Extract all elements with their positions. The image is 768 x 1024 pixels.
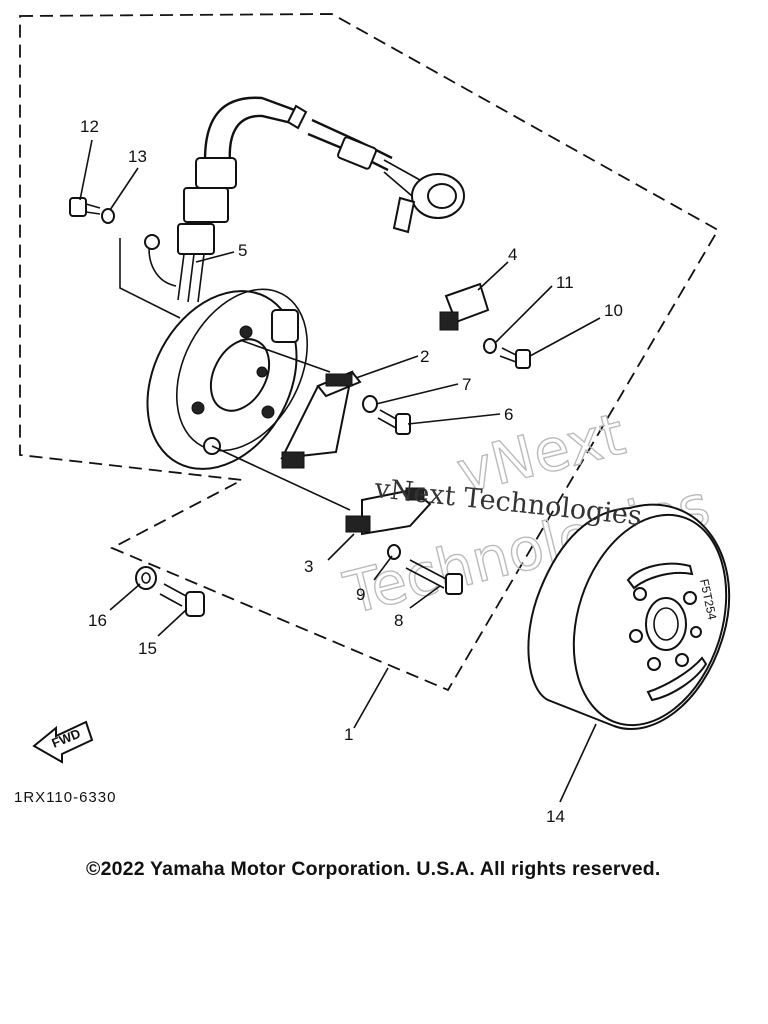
- fwd-arrow-icon: FWD: [32, 720, 94, 764]
- callout-12: 12: [80, 117, 99, 136]
- callout-11: 11: [556, 273, 574, 292]
- charge-coil-part: [280, 370, 362, 469]
- callout-labels: 12 13 5 4 11 10 2 7 6 3 9 8 16 15 1 14: [80, 117, 623, 826]
- callout-10: 10: [604, 301, 623, 320]
- callout-5: 5: [238, 241, 247, 260]
- callout-4: 4: [508, 245, 517, 264]
- callout-9: 9: [356, 585, 365, 604]
- callout-13: 13: [128, 147, 147, 166]
- part-code: 1RX110-6330: [14, 789, 116, 806]
- callout-7: 7: [462, 375, 471, 394]
- fasteners: [69, 197, 531, 617]
- callout-6: 6: [504, 405, 513, 424]
- callout-16: 16: [88, 611, 107, 630]
- callout-15: 15: [138, 639, 157, 658]
- copyright-notice: ©2022 Yamaha Motor Corporation. U.S.A. A…: [86, 858, 661, 880]
- flywheel-rotor-part: F5T254: [527, 503, 731, 730]
- leader-lines: [79, 139, 601, 803]
- callout-3: 3: [304, 557, 313, 576]
- callout-8: 8: [394, 611, 403, 630]
- callout-1: 1: [344, 725, 353, 744]
- callout-2: 2: [420, 347, 429, 366]
- wire-harness: [144, 96, 465, 303]
- stator-plate: [146, 288, 309, 470]
- callout-14: 14: [546, 807, 565, 826]
- pickup-coil-part: [439, 282, 490, 331]
- assembly-boundary: [19, 13, 720, 692]
- lighting-coil-part: [345, 487, 432, 536]
